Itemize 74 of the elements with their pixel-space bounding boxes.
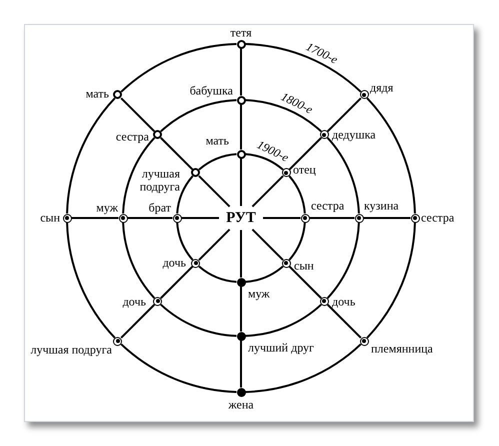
spoke-line	[252, 228, 284, 261]
relation-label: кузина	[364, 200, 399, 212]
ring-arc	[120, 343, 237, 393]
spoke-line	[240, 158, 242, 206]
ring-arc	[120, 43, 237, 93]
ring-arc	[245, 43, 362, 93]
ring-arc	[160, 304, 237, 337]
spoke-line	[240, 104, 242, 150]
era-label: 1700-е	[304, 40, 340, 66]
spoke-line	[240, 230, 242, 278]
relation-label: дядя	[370, 82, 394, 94]
relation-label: лучший друг	[248, 342, 314, 354]
spoke-line	[364, 217, 410, 219]
relation-label: дедушка	[332, 128, 376, 142]
relation-label: дочь	[162, 256, 186, 270]
relation-label: дочь	[122, 296, 146, 308]
spoke-line	[263, 217, 300, 219]
ring-arc	[366, 222, 416, 338]
ring-arc	[66, 98, 116, 214]
ring-arc	[122, 222, 156, 299]
spoke-line	[326, 97, 362, 132]
ring-arc	[245, 99, 322, 132]
relation-label: сестра	[311, 200, 344, 212]
ring-arc	[198, 266, 237, 283]
spoke-line	[120, 97, 156, 132]
ring-arc	[245, 343, 362, 393]
spoke-line	[240, 48, 242, 96]
ring-arc	[198, 153, 237, 170]
spoke-line	[182, 217, 219, 219]
spoke-line	[120, 304, 156, 339]
spoke-line	[252, 175, 284, 208]
relation-label: сын	[40, 212, 60, 224]
era-label: 1800-е	[280, 90, 315, 116]
relation-label: муж	[96, 202, 118, 214]
ring-arc	[326, 137, 360, 214]
relation-label: жена	[228, 398, 254, 412]
spoke-line	[310, 217, 354, 219]
ring-arc	[288, 222, 306, 261]
spoke-line	[160, 266, 194, 299]
ring-arc	[366, 98, 416, 214]
spoke-line	[288, 266, 322, 299]
spoke-line	[72, 217, 118, 219]
ring-arc	[66, 222, 116, 338]
relation-label: мать	[206, 134, 229, 148]
relation-label: лучшая подруга	[138, 167, 180, 193]
relation-label: сестра	[421, 212, 454, 224]
relation-label: сестра	[116, 130, 149, 144]
relation-label: дочь	[332, 296, 356, 308]
ring-arc	[245, 266, 284, 283]
relation-label: муж	[248, 288, 270, 300]
relation-label: бабушка	[190, 84, 233, 98]
relation-label: сын	[294, 260, 314, 272]
spoke-line	[240, 340, 242, 388]
ring-arc	[245, 153, 284, 170]
spoke-line	[198, 228, 230, 261]
ring-arc	[176, 222, 194, 261]
spoke-line	[198, 175, 230, 208]
spoke-line	[128, 217, 172, 219]
ring-arc	[288, 175, 306, 214]
ring-arc	[122, 137, 156, 214]
relation-label: лучшая подруга	[30, 344, 112, 356]
era-label: 1900-е	[256, 138, 292, 164]
spoke-line	[160, 137, 194, 170]
relation-label: брат	[148, 202, 171, 214]
spoke-line	[288, 137, 322, 170]
ring-arc	[176, 175, 194, 214]
relation-label: мать	[86, 88, 109, 100]
relation-label: тетя	[230, 26, 252, 40]
ring-arc	[326, 222, 360, 299]
relation-label: племянница	[371, 342, 433, 356]
ring-arc	[160, 99, 237, 132]
spoke-line	[326, 304, 362, 339]
relation-label: отец	[293, 164, 316, 176]
spoke-line	[240, 286, 242, 332]
